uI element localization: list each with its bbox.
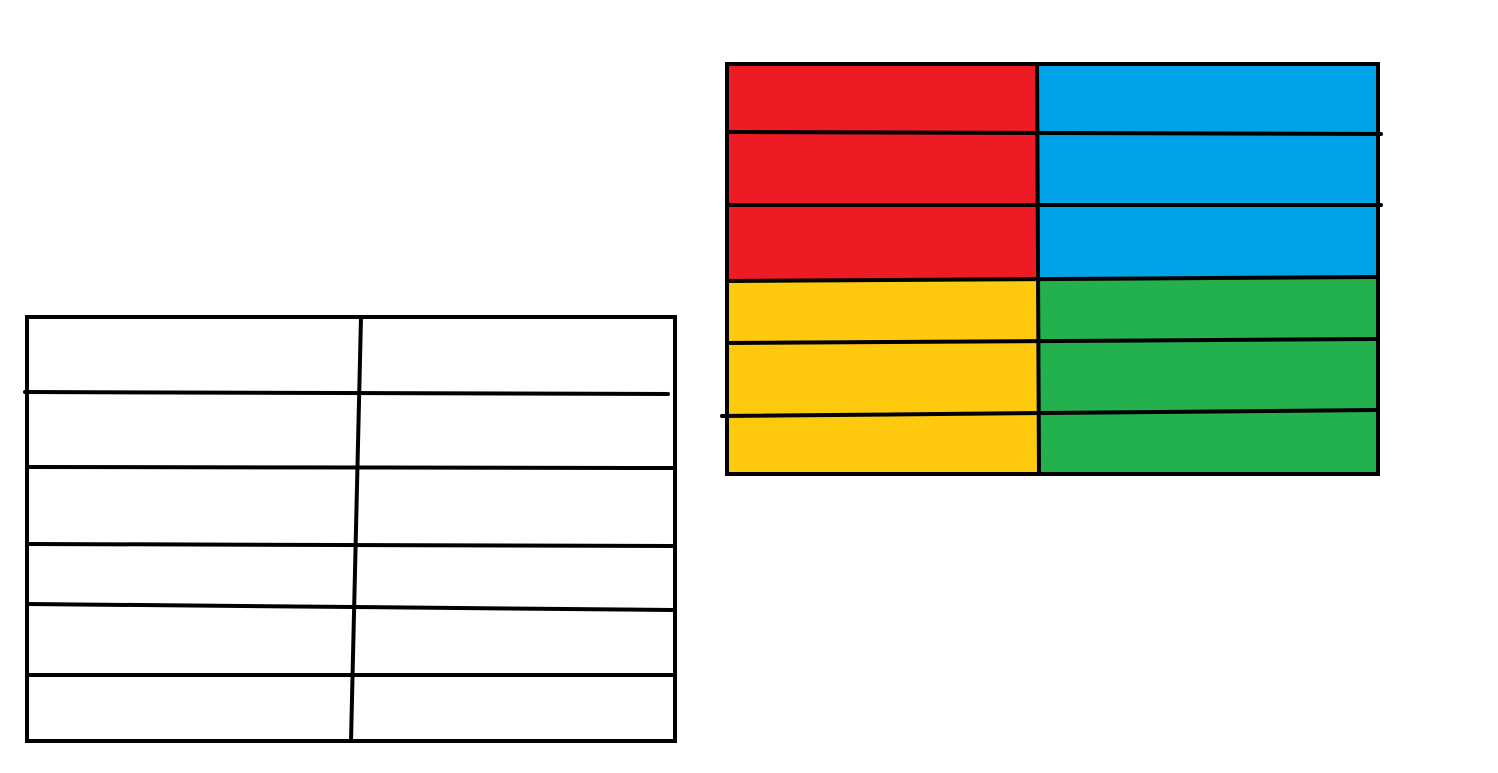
- cell-r2-c2: [1037, 132, 1378, 205]
- cell-r2-c1: [727, 132, 1038, 205]
- cell-r4-c2: [354, 545, 675, 611]
- cell-r1-c1: [27, 317, 361, 394]
- row-line-5: [720, 408, 1380, 418]
- cell-r1-c2: [359, 317, 675, 395]
- cell-r6-c2: [351, 675, 675, 741]
- row-line-2: [25, 465, 674, 470]
- empty-grid: [23, 315, 677, 743]
- cell-r2-c1: [27, 392, 360, 468]
- cell-r6-c1: [727, 413, 1039, 474]
- row-line-4: [725, 337, 1380, 345]
- cell-r1-c2: [1037, 64, 1378, 134]
- colored-grid: [720, 62, 1383, 476]
- row-line-1: [23, 390, 670, 396]
- cell-r1-c1: [727, 64, 1038, 133]
- row-line-3: [25, 542, 674, 548]
- cell-r6-c2: [1038, 410, 1378, 474]
- cell-r5-c2: [352, 607, 675, 675]
- cell-r4-c1: [27, 544, 356, 608]
- grid-border: [725, 62, 1380, 476]
- cell-r6-c1: [27, 675, 353, 741]
- cell-r5-c1: [27, 604, 355, 675]
- cell-r3-c1: [27, 467, 358, 546]
- cell-r5-c2: [1038, 339, 1378, 414]
- cell-r3-c1: [727, 205, 1039, 281]
- column-divider: [349, 316, 363, 742]
- cell-r4-c2: [1038, 277, 1378, 342]
- cell-r2-c2: [357, 393, 675, 469]
- cell-r4-c1: [727, 279, 1039, 343]
- row-line-1: [725, 130, 1383, 136]
- cell-r3-c2: [355, 467, 675, 547]
- row-line-4: [25, 602, 674, 612]
- cell-r5-c1: [727, 341, 1039, 416]
- cell-r3-c2: [1037, 205, 1378, 280]
- column-divider: [1035, 63, 1041, 475]
- row-line-3: [725, 275, 1380, 283]
- grid-border: [25, 315, 677, 743]
